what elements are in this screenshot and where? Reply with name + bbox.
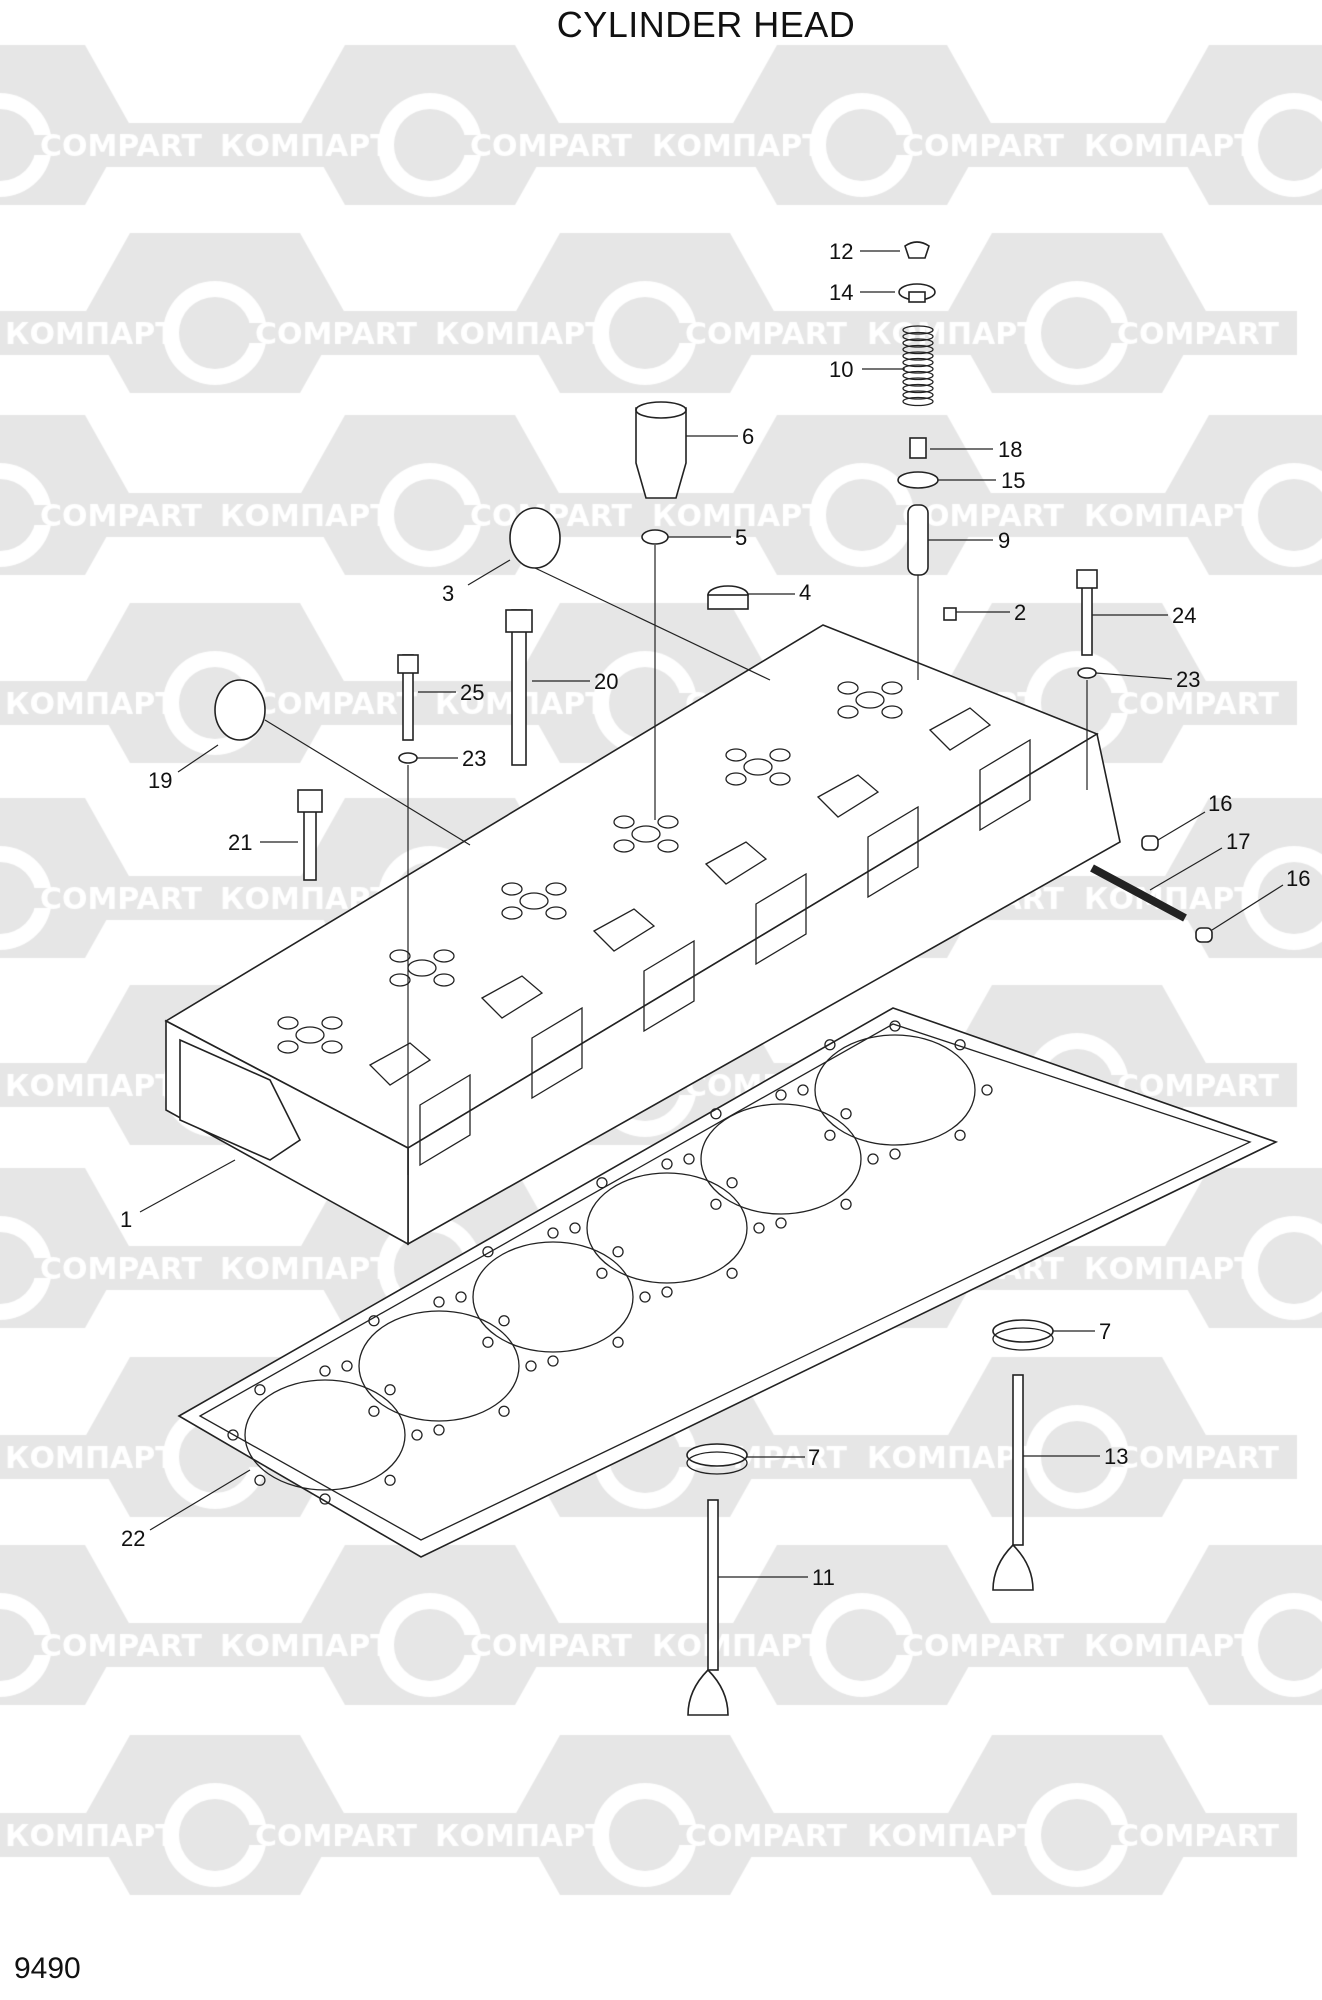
cylinder-bore [814, 1034, 976, 1146]
valve-port [321, 1016, 343, 1030]
valve-port [725, 772, 747, 786]
valve-port [321, 1040, 343, 1054]
callout-2: 2 [1014, 600, 1026, 625]
valve-port [837, 705, 859, 719]
valve-port [881, 681, 903, 695]
callout-5: 5 [735, 525, 747, 550]
callout-4: 4 [799, 580, 811, 605]
valve-port [389, 973, 411, 987]
callout-15: 15 [1001, 468, 1025, 493]
callout-9: 9 [998, 528, 1010, 553]
valve-port [613, 839, 635, 853]
cylinder-bore [472, 1241, 634, 1353]
valve-port [389, 949, 411, 963]
valve-port [769, 772, 791, 786]
valve-port [769, 748, 791, 762]
valve-port [657, 815, 679, 829]
callout-16-lower: 16 [1286, 866, 1310, 891]
valve-port [545, 906, 567, 920]
valve-port [881, 705, 903, 719]
callout-labels: 12 14 10 6 18 15 5 9 3 4 2 24 20 23 25 2… [120, 239, 1310, 1590]
callout-18: 18 [998, 437, 1022, 462]
callout-17: 17 [1226, 829, 1250, 854]
callout-25: 25 [460, 680, 484, 705]
cylinder-bore [244, 1379, 406, 1491]
valve-port [725, 748, 747, 762]
plugs-and-bolts [214, 507, 1213, 943]
callout-22: 22 [121, 1526, 145, 1551]
cylinder-bore [586, 1172, 748, 1284]
valve-spring-parts [897, 241, 957, 621]
callout-23-left: 23 [462, 746, 486, 771]
cylinder-head [164, 624, 1121, 1246]
valve-port [657, 839, 679, 853]
callout-11: 11 [812, 1565, 835, 1590]
callout-7-upper: 7 [1099, 1319, 1111, 1344]
callout-24: 24 [1172, 603, 1196, 628]
valves-and-seats [686, 1319, 1054, 1716]
valve-port [613, 815, 635, 829]
valve-port [837, 681, 859, 695]
callout-12: 12 [829, 239, 853, 264]
callout-20: 20 [594, 669, 618, 694]
callout-21: 21 [228, 830, 252, 855]
callout-10: 10 [829, 357, 853, 382]
valve-port [277, 1016, 299, 1030]
callout-6: 6 [742, 424, 754, 449]
cylinder-bore [358, 1310, 520, 1422]
cylinder-bore [700, 1103, 862, 1215]
page-number: 9490 [14, 1952, 81, 1985]
valve-port [501, 882, 523, 896]
callout-14: 14 [829, 280, 853, 305]
valve-port [433, 949, 455, 963]
valve-port [277, 1040, 299, 1054]
valve-port [545, 882, 567, 896]
valve-port [501, 906, 523, 920]
page-title: CYLINDER HEAD [556, 4, 856, 45]
injector-sleeve [635, 401, 749, 610]
valve-port [433, 973, 455, 987]
callout-13: 13 [1104, 1444, 1128, 1469]
callout-16-upper: 16 [1208, 791, 1232, 816]
callout-23-right: 23 [1176, 667, 1200, 692]
head-gasket [177, 1007, 1279, 1558]
callout-19: 19 [148, 768, 172, 793]
callout-3: 3 [442, 581, 454, 606]
leader-lines [139, 250, 1284, 1578]
callout-1: 1 [120, 1207, 132, 1232]
callout-7-lower: 7 [808, 1445, 820, 1470]
